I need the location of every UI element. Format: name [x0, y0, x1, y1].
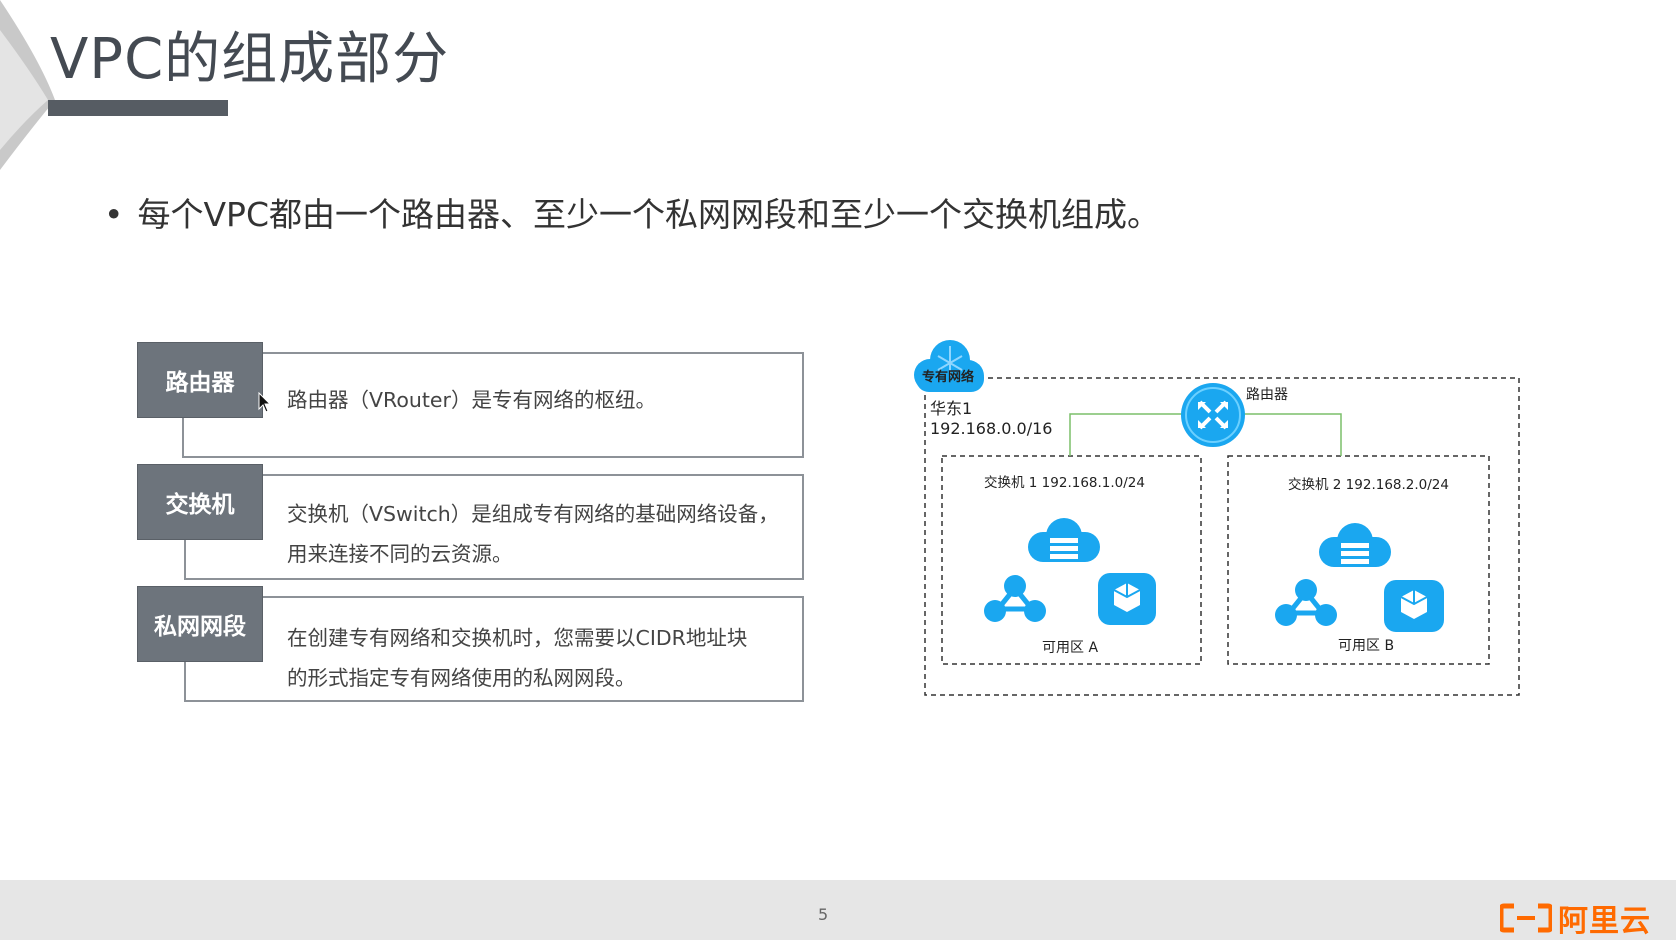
aliyun-logo: 阿里云	[1500, 896, 1651, 940]
switch-description: 交换机（VSwitch）是组成专有网络的基础网络设备， 用来连接不同的云资源。	[287, 494, 779, 574]
zone-b-network-topology-icon	[1275, 579, 1337, 626]
switch-description-line-1: 交换机（VSwitch）是组成专有网络的基础网络设备，	[287, 502, 779, 526]
zone-a-hexagon-icon	[1098, 573, 1156, 625]
zone-a-label: 可用区 A	[1042, 640, 1098, 656]
slide-footer	[0, 880, 1676, 940]
switch-label: 交换机	[137, 464, 263, 540]
page-number: 5	[818, 905, 829, 924]
router-link-b	[1236, 413, 1342, 456]
router-icon	[1181, 383, 1245, 447]
zone-a-boundary	[941, 455, 1202, 665]
aliyun-logo-icon	[1500, 903, 1552, 933]
corner-swoosh-decoration	[0, 0, 55, 170]
region-label: 华东1	[930, 399, 972, 418]
zone-b-label: 可用区 B	[1338, 638, 1394, 654]
switch-description-line-2: 用来连接不同的云资源。	[287, 542, 513, 566]
aliyun-logo-text: 阿里云	[1558, 904, 1651, 939]
router-diagram-label: 路由器	[1246, 387, 1288, 403]
vpc-badge-cloud-icon	[914, 340, 984, 392]
vpc-boundary	[924, 377, 1520, 696]
switch-a-label: 交换机 1 192.168.1.0/24	[984, 474, 1145, 491]
zone-b-hexagon-icon	[1384, 580, 1444, 632]
cidr-description-line-2: 的形式指定专有网络使用的私网网段。	[287, 666, 636, 690]
vpc-badge-label: 专有网络	[922, 369, 974, 385]
zone-a-network-topology-icon	[984, 575, 1046, 622]
router-description-line-1: 路由器（VRouter）是专有网络的枢纽。	[287, 388, 656, 412]
main-bullet: • 每个VPC都由一个路由器、至少一个私网网段和至少一个交换机组成。	[104, 188, 1160, 236]
bullet-dot-icon: •	[104, 195, 124, 234]
router-description-box	[182, 352, 804, 458]
switch-description-box	[184, 474, 804, 580]
cidr-description: 在创建专有网络和交换机时，您需要以CIDR地址块 的形式指定专有网络使用的私网网…	[287, 618, 747, 698]
zone-b-cloud-server-icon	[1319, 523, 1391, 567]
vpc-cidr-label: 192.168.0.0/16	[930, 419, 1052, 438]
slide-title: VPC的组成部分	[50, 27, 450, 92]
title-underline-bar	[48, 100, 228, 116]
bullet-text: 每个VPC都由一个路由器、至少一个私网网段和至少一个交换机组成。	[137, 195, 1160, 234]
switch-b-label: 交换机 2 192.168.2.0/24	[1288, 476, 1449, 493]
cidr-label: 私网网段	[137, 586, 263, 662]
cursor-icon	[258, 392, 272, 413]
router-link-a	[1069, 413, 1186, 456]
router-label: 路由器	[137, 342, 263, 418]
cidr-description-line-1: 在创建专有网络和交换机时，您需要以CIDR地址块	[287, 626, 748, 650]
zone-a-cloud-server-icon	[1028, 518, 1100, 562]
router-description: 路由器（VRouter）是专有网络的枢纽。	[287, 380, 656, 420]
zone-b-boundary	[1227, 455, 1490, 665]
cidr-description-box	[184, 596, 804, 702]
